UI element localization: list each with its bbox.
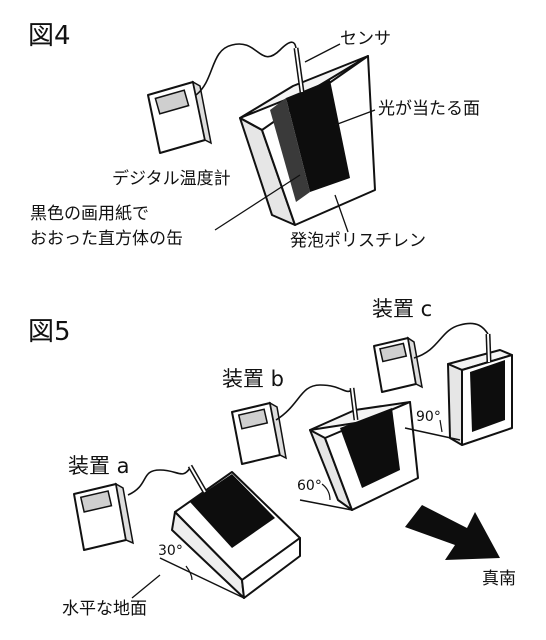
fig4-sensor-cable — [195, 41, 297, 96]
label-ground: 水平な地面 — [62, 599, 147, 619]
figure5-title: 図5 — [28, 317, 71, 347]
leader-ground — [131, 574, 161, 599]
leader-foam — [334, 194, 349, 233]
fig5-thermometer-b — [231, 401, 287, 465]
figure4-title: 図4 — [28, 21, 71, 51]
device-b-label: 装置 b — [222, 367, 285, 391]
south-arrow — [405, 505, 500, 560]
label-lit-face: 光が当たる面 — [378, 99, 480, 119]
leader-can — [214, 174, 301, 231]
fig5-cable-a — [127, 467, 191, 496]
angle-a: 30° — [158, 543, 183, 559]
device-c-label: 装置 c — [372, 297, 433, 321]
fig4-thermometer — [147, 80, 213, 154]
fig5-cable-b — [275, 384, 353, 421]
label-thermometer: デジタル温度計 — [112, 169, 231, 189]
angle-b: 60° — [297, 478, 322, 494]
fig5-device-b — [299, 387, 419, 511]
label-sensor: センサ — [340, 29, 391, 49]
fig5-thermometer-a — [73, 482, 134, 551]
fig4-sensor — [293, 47, 305, 93]
leader-lit-face — [334, 109, 376, 126]
label-can-line2: おおった直方体の缶 — [30, 229, 183, 249]
fig5-device-a — [159, 464, 301, 599]
angle-c: 90° — [416, 409, 441, 425]
fig5-cable-c — [413, 322, 489, 359]
device-a-label: 装置 a — [68, 454, 130, 478]
label-south: 真南 — [482, 569, 516, 589]
fig5-device-c — [404, 333, 513, 446]
leader-sensor — [304, 43, 341, 63]
fig4-black-can — [286, 80, 350, 192]
fig5-thermometer-c — [373, 336, 423, 393]
fig4-can-side — [270, 98, 310, 202]
label-can-line1: 黒色の画用紙で — [30, 204, 149, 224]
label-foam: 発泡ポリスチレン — [290, 231, 426, 251]
